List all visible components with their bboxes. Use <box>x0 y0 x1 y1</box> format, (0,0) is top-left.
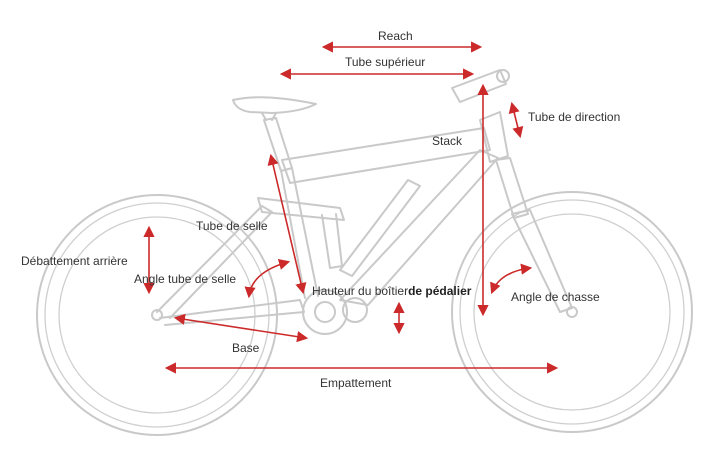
labels: Reach Tube supérieur Tube de direction S… <box>21 29 620 390</box>
head-tube-arrow <box>508 101 524 139</box>
chain-stay <box>159 299 305 326</box>
head-tube-label: Tube de direction <box>528 110 620 124</box>
battery <box>339 179 421 277</box>
measurements <box>143 41 559 374</box>
stack-label: Stack <box>432 134 463 148</box>
top-tube-label: Tube supérieur <box>345 55 425 69</box>
bb-height-label: Hauteur du boîtierde pédalier <box>312 284 472 298</box>
head-tube <box>479 111 509 163</box>
seatpost <box>263 117 293 172</box>
chainstay-label: Base <box>232 341 260 355</box>
rear-travel-label: Débattement arrière <box>21 254 128 268</box>
motor <box>302 289 368 335</box>
seat-angle-arc <box>244 259 291 299</box>
wheelbase-label: Empattement <box>320 376 392 390</box>
seat-stay <box>156 205 273 319</box>
head-angle-label: Angle de chasse <box>511 290 600 304</box>
head-angle-arc <box>490 263 533 295</box>
seat-tube-label: Tube de selle <box>196 219 268 233</box>
front-wheel <box>451 191 693 433</box>
seat-tube-arrow <box>267 153 307 295</box>
seat-angle-label: Angle tube de selle <box>134 272 236 286</box>
chainstay-arrow <box>173 313 309 343</box>
fork <box>495 157 529 219</box>
down-tube <box>339 149 499 306</box>
reach-label: Reach <box>378 29 413 43</box>
bike-illustration <box>36 69 693 436</box>
saddle <box>232 96 317 114</box>
